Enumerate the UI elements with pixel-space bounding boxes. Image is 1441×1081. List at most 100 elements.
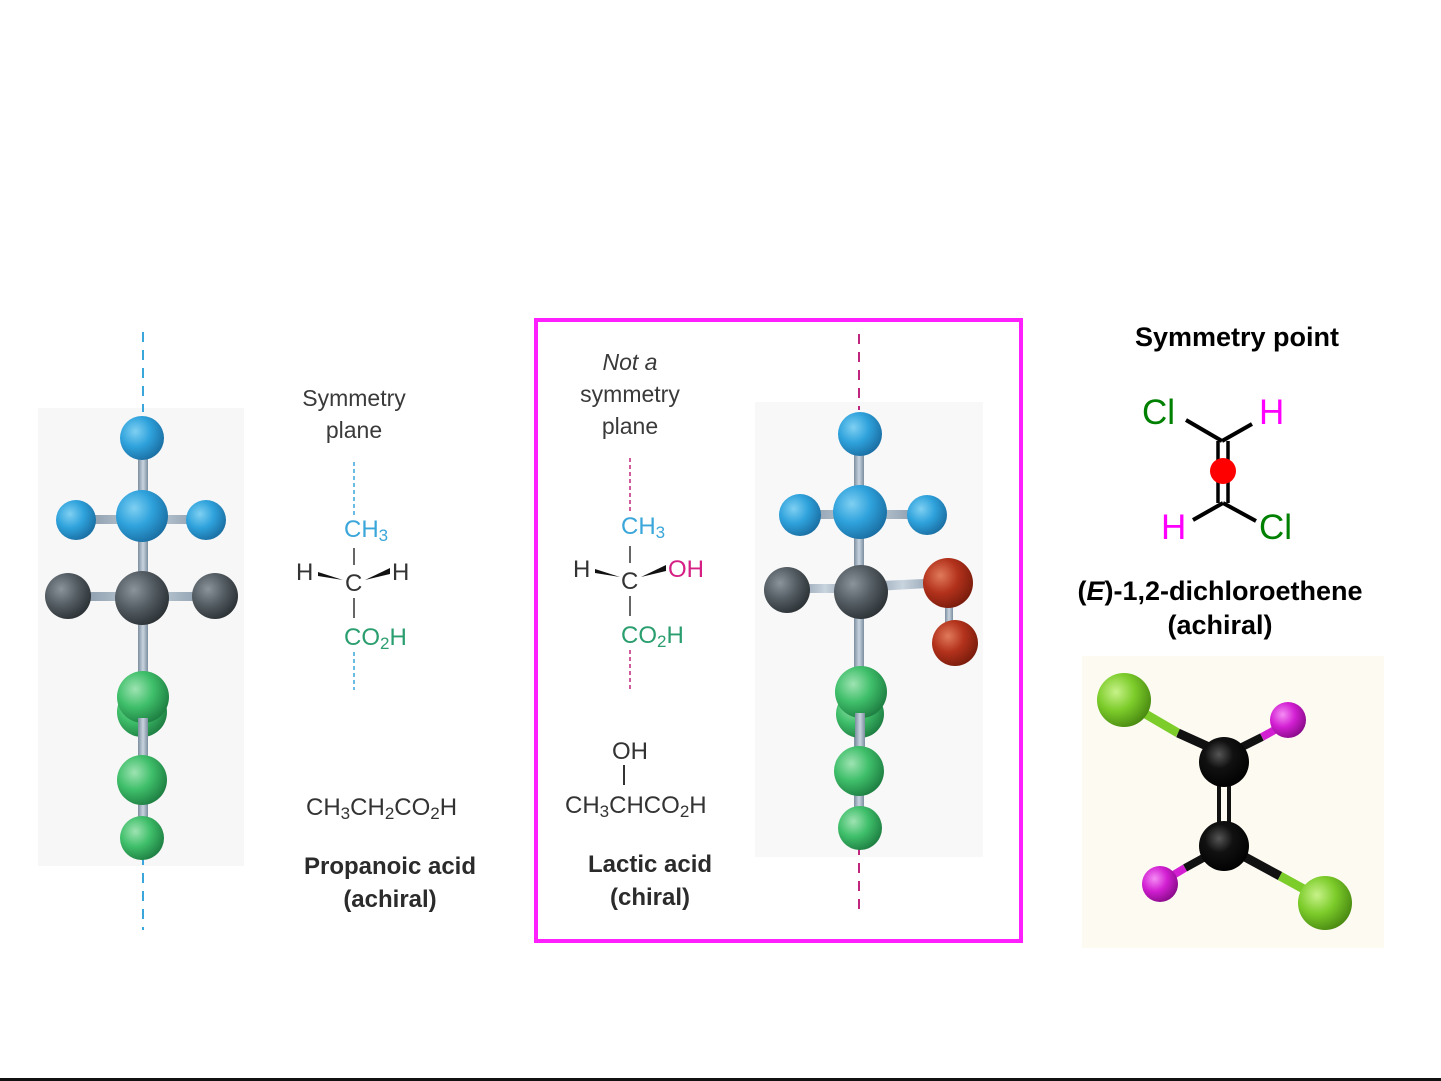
bond-c2-h bbox=[1192, 501, 1224, 522]
bond bbox=[138, 440, 148, 840]
symmetry-plane-label: Symmetry plane bbox=[270, 382, 438, 446]
propanoic-condensed-formula: CH3CH2CO2H bbox=[306, 794, 457, 822]
subscript: 3 bbox=[340, 804, 351, 823]
lactic-co2h-group: CO2H bbox=[621, 622, 684, 650]
oxygen-atom bbox=[834, 746, 884, 796]
wedge-bond-right bbox=[641, 565, 666, 577]
carbon-atom-carboxyl bbox=[835, 666, 887, 718]
bond-c1-h bbox=[1221, 422, 1253, 443]
chlorine-atom bbox=[1097, 673, 1151, 727]
text: CO bbox=[394, 794, 431, 821]
dichloroethene-caption: (E)-1,2-dichloroethene (achiral) bbox=[1040, 574, 1400, 642]
bottom-border bbox=[0, 1078, 1441, 1081]
text: CH bbox=[344, 516, 379, 543]
hydrogen-atom-hydroxyl bbox=[932, 620, 978, 666]
compound-name: (E)-1,2-dichloroethene bbox=[1040, 574, 1400, 608]
text: CO bbox=[344, 624, 380, 651]
hydrogen-atom bbox=[1142, 866, 1178, 902]
dichloroethene-skeletal-structure bbox=[1184, 418, 1257, 523]
label-line: plane bbox=[325, 417, 383, 443]
hydrogen-atom bbox=[120, 816, 164, 860]
subscript: 2 bbox=[384, 804, 395, 823]
lactic-condensed-formula: CH3CHCO2H bbox=[565, 792, 707, 820]
subscript: 3 bbox=[378, 526, 389, 545]
label-line: Not a bbox=[602, 349, 658, 375]
hydrogen-atom bbox=[838, 412, 882, 456]
not-symmetry-plane-label: Not a symmetry plane bbox=[550, 346, 710, 442]
atom-label-h-top-right: H bbox=[1259, 393, 1285, 432]
hydrogen-atom bbox=[838, 806, 882, 850]
text: H bbox=[389, 624, 407, 651]
chlorine-atom bbox=[1298, 876, 1352, 930]
hydrogen-atom bbox=[56, 500, 96, 540]
text: CH bbox=[565, 792, 600, 819]
bond bbox=[138, 718, 148, 768]
bond-c2-cl bbox=[1222, 501, 1257, 523]
oxygen-atom-hydroxyl bbox=[923, 558, 973, 608]
stereo-descriptor: E bbox=[1086, 576, 1105, 606]
text: ( bbox=[1077, 576, 1087, 606]
lactic-acid-3d-model bbox=[764, 334, 978, 912]
propanoic-h-left: H bbox=[296, 559, 314, 586]
bond-cl-c1 bbox=[1184, 418, 1224, 443]
subscript: 3 bbox=[599, 802, 610, 821]
text: CH bbox=[306, 794, 341, 821]
text: CO bbox=[621, 622, 657, 649]
bond bbox=[945, 590, 953, 630]
propanoic-caption: Propanoic acid (achiral) bbox=[280, 850, 500, 916]
bond bbox=[855, 713, 865, 763]
symmetry-point-marker bbox=[1210, 458, 1236, 484]
lactic-ch3-group: CH3 bbox=[621, 513, 665, 541]
subscript: 2 bbox=[657, 632, 667, 651]
wedge-bond-left bbox=[595, 569, 620, 577]
atom-label-cl-bottom-right: Cl bbox=[1259, 508, 1293, 547]
text: CHCO bbox=[609, 792, 680, 819]
symmetry-point-title: Symmetry point bbox=[1134, 322, 1340, 352]
text: H bbox=[666, 622, 684, 649]
carbon-atom-methyl bbox=[833, 485, 887, 539]
label-line: plane bbox=[601, 413, 659, 439]
bond-c-h bbox=[1238, 733, 1264, 752]
carbon-atom bbox=[1199, 821, 1249, 871]
lactic-oh-bond bbox=[623, 765, 625, 785]
atom-label-h-bottom-left: H bbox=[1161, 508, 1187, 547]
propanoic-wedge-structure bbox=[318, 462, 390, 690]
wedge-bond-left bbox=[318, 572, 343, 580]
carbon-atom-center bbox=[115, 571, 169, 625]
subscript: 2 bbox=[380, 634, 390, 653]
hydrogen-atom bbox=[186, 500, 226, 540]
hydrogen-atom bbox=[907, 495, 947, 535]
subscript: 2 bbox=[679, 802, 690, 821]
dichloroethene-3d-model bbox=[1097, 673, 1352, 930]
carbon-atom bbox=[1199, 737, 1249, 787]
label-line: symmetry bbox=[580, 381, 680, 407]
compound-name: Propanoic acid bbox=[303, 853, 477, 880]
bond bbox=[854, 435, 864, 835]
oxygen-atom bbox=[117, 755, 167, 805]
subscript: 3 bbox=[655, 523, 666, 542]
subscript: 2 bbox=[430, 804, 440, 823]
bond-c-cl bbox=[1242, 853, 1283, 880]
text: H bbox=[439, 794, 458, 821]
hydrogen-atom bbox=[192, 573, 238, 619]
lactic-acid-highlight-box bbox=[534, 318, 1023, 943]
hydrogen-atom bbox=[45, 573, 91, 619]
wedge-bond-right bbox=[365, 568, 390, 580]
chirality-label: (achiral) bbox=[343, 886, 437, 913]
bond-c-h bbox=[1183, 853, 1207, 872]
lactic-wedge-structure bbox=[595, 458, 666, 690]
text: H bbox=[689, 792, 707, 819]
chirality-label: (chiral) bbox=[609, 884, 690, 911]
text: )-1,2-dichloroethene bbox=[1104, 576, 1363, 606]
lactic-center-carbon: C bbox=[621, 568, 639, 595]
hydrogen-atom bbox=[779, 494, 821, 536]
chirality-label: (achiral) bbox=[1167, 610, 1273, 640]
text: CH bbox=[350, 794, 385, 821]
label-line: Symmetry bbox=[302, 385, 406, 411]
hydrogen-atom bbox=[764, 567, 810, 613]
compound-name: Lactic acid bbox=[587, 851, 713, 878]
hydrogen-atom bbox=[120, 416, 164, 460]
carbon-atom-methyl bbox=[116, 490, 168, 542]
lactic-oh-substituent: OH bbox=[612, 738, 648, 765]
propanoic-acid-3d-model bbox=[45, 332, 238, 930]
